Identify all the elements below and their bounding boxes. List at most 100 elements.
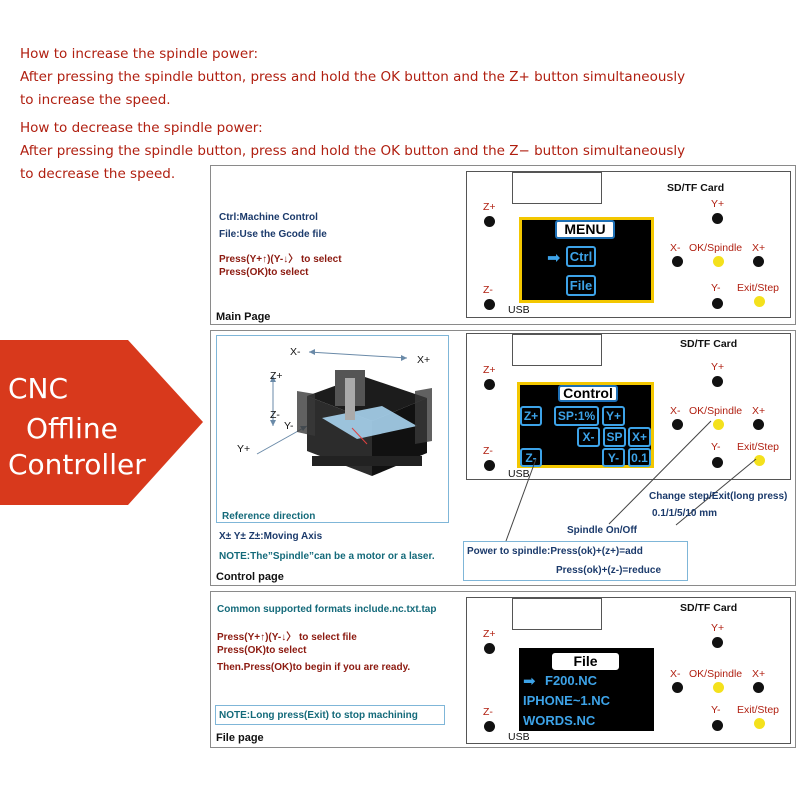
main-desc-ctrl: Ctrl:Machine Control (219, 212, 318, 223)
usb-label: USB (508, 304, 530, 316)
y-plus-label: Y+ (711, 361, 725, 373)
exit-step-button[interactable] (754, 296, 765, 307)
z-minus-label: Z- (483, 284, 493, 296)
lcd-menu-title: MENU (555, 220, 615, 239)
spindle-onoff-label: Spindle On/Off (567, 525, 637, 536)
increase-title: How to increase the spindle power: (20, 46, 259, 62)
sd-card-slot (512, 172, 602, 204)
increase-line2: to increase the speed. (20, 92, 171, 108)
axis-x-minus-label: X- (290, 346, 301, 358)
moving-axis-text: X± Y± Z±:Moving Axis (219, 531, 323, 542)
lcd-x-plus[interactable]: X+ (628, 427, 651, 447)
sd-card-slot (512, 334, 602, 366)
x-plus-button[interactable] (753, 256, 764, 267)
file-entry[interactable]: WORDS.NC (523, 713, 596, 728)
lcd-y-plus[interactable]: Y+ (602, 406, 625, 426)
y-plus-button[interactable] (712, 213, 723, 224)
lcd-z-plus[interactable]: Z+ (520, 406, 542, 426)
main-page-panel: Ctrl:Machine Control File:Use the Gcode … (210, 165, 796, 325)
axis-y-plus-label: Y+ (237, 443, 251, 455)
cnc-banner: CNC Offline Controller (0, 340, 205, 505)
file-note-box: NOTE:Long press(Exit) to stop machining (215, 705, 445, 725)
main-desc-file: File:Use the Gcode file (219, 229, 327, 240)
control-page-label: Control page (216, 571, 284, 583)
x-plus-button[interactable] (753, 419, 764, 430)
reference-direction-label: Reference direction (222, 511, 316, 522)
file-entry[interactable]: F200.NC (545, 673, 598, 688)
lcd-file-title: File (552, 653, 619, 670)
sd-card-slot (512, 598, 602, 630)
lcd-step-value[interactable]: 0.1 (628, 448, 651, 467)
z-plus-button[interactable] (484, 643, 495, 654)
axis-y-minus-label: Y- (284, 420, 294, 432)
z-plus-button[interactable] (484, 379, 495, 390)
control-page-panel: X- X+ Z+ Z- Y- Y+ Reference direction X±… (210, 330, 796, 586)
z-plus-button[interactable] (484, 216, 495, 227)
banner-line2: Offline (26, 412, 118, 445)
y-minus-button[interactable] (712, 298, 723, 309)
z-minus-label: Z- (483, 706, 493, 718)
control-controller: SD/TF Card Z+ Z- Y+ X- OK/Spindle X+ Y- … (466, 333, 791, 480)
x-minus-label: X- (670, 242, 681, 254)
lcd-ctrl-button[interactable]: Ctrl (566, 246, 596, 267)
main-controller: SD/TF Card Z+ Z- Y+ X- OK/Spindle X+ Y- … (466, 171, 791, 318)
z-plus-label: Z+ (483, 364, 496, 376)
axis-z-plus-label: Z+ (270, 370, 283, 382)
main-page-label: Main Page (216, 311, 271, 323)
file-entry[interactable]: IPHONE~1.NC (523, 693, 611, 708)
sd-card-label: SD/TF Card (667, 182, 725, 194)
ok-spindle-button[interactable] (713, 682, 724, 693)
x-plus-label: X+ (752, 668, 766, 680)
lcd-z-minus[interactable]: Z- (520, 448, 542, 467)
y-minus-label: Y- (711, 441, 721, 453)
file-controller: SD/TF Card Z+ Z- Y+ X- OK/Spindle X+ Y- … (466, 597, 791, 744)
banner-line3: Controller (8, 448, 146, 481)
x-minus-button[interactable] (672, 682, 683, 693)
main-press-select: Press(Y+↑)(Y-↓〉 to select (219, 254, 342, 265)
z-minus-button[interactable] (484, 299, 495, 310)
lcd-sp[interactable]: SP (603, 427, 626, 447)
exit-step-button[interactable] (754, 718, 765, 729)
file-lcd: File ➡ F200.NC IPHONE~1.NC WORDS.NC (519, 648, 654, 731)
z-minus-button[interactable] (484, 460, 495, 471)
x-minus-button[interactable] (672, 419, 683, 430)
y-plus-button[interactable] (712, 637, 723, 648)
main-press-ok: Press(OK)to select (219, 267, 309, 278)
cnc-machine-illustration (256, 349, 432, 476)
change-step-label: Change step/Exit(long press) (649, 491, 788, 502)
y-minus-button[interactable] (712, 457, 723, 468)
ok-spindle-button[interactable] (713, 419, 724, 430)
step-values-label: 0.1/1/5/10 mm (652, 508, 718, 519)
ok-spindle-label: OK/Spindle (689, 668, 743, 680)
decrease-line1: After pressing the spindle button, press… (20, 143, 686, 159)
banner-line1: CNC (8, 372, 69, 405)
lcd-file-button[interactable]: File (566, 275, 596, 296)
z-minus-label: Z- (483, 445, 493, 457)
control-note: NOTE:The”Spindle”can be a motor or a las… (219, 551, 435, 562)
lcd-x-minus[interactable]: X- (577, 427, 600, 447)
ok-spindle-label: OK/Spindle (689, 405, 743, 417)
z-minus-button[interactable] (484, 721, 495, 732)
x-plus-label: X+ (752, 242, 766, 254)
sd-card-label: SD/TF Card (680, 338, 738, 350)
power-reduce-label: Press(ok)+(z-)=reduce (556, 565, 662, 576)
x-plus-button[interactable] (753, 682, 764, 693)
increase-line1: After pressing the spindle button, press… (20, 69, 686, 85)
z-plus-label: Z+ (483, 201, 496, 213)
power-box: Power to spindle:Press(ok)+(z+)=add Pres… (463, 541, 688, 581)
file-press-ok: Press(OK)to select (217, 645, 307, 656)
reference-image-box: X- X+ Z+ Z- Y- Y+ Reference direction (216, 335, 449, 523)
y-minus-button[interactable] (712, 720, 723, 731)
power-add-label: Power to spindle:Press(ok)+(z+)=add (467, 546, 643, 557)
exit-step-button[interactable] (754, 455, 765, 466)
control-lcd: Control Z+ SP:1% Y+ X- SP X+ Z- Y- 0.1 (517, 382, 654, 468)
ok-spindle-button[interactable] (713, 256, 724, 267)
exit-step-label: Exit/Step (737, 704, 780, 716)
y-plus-button[interactable] (712, 376, 723, 387)
y-minus-label: Y- (711, 282, 721, 294)
file-page-label: File page (216, 732, 264, 744)
main-lcd: MENU ➡ Ctrl File (519, 217, 654, 303)
lcd-y-minus[interactable]: Y- (602, 448, 625, 467)
lcd-sp-percent[interactable]: SP:1% (554, 406, 599, 426)
x-minus-button[interactable] (672, 256, 683, 267)
